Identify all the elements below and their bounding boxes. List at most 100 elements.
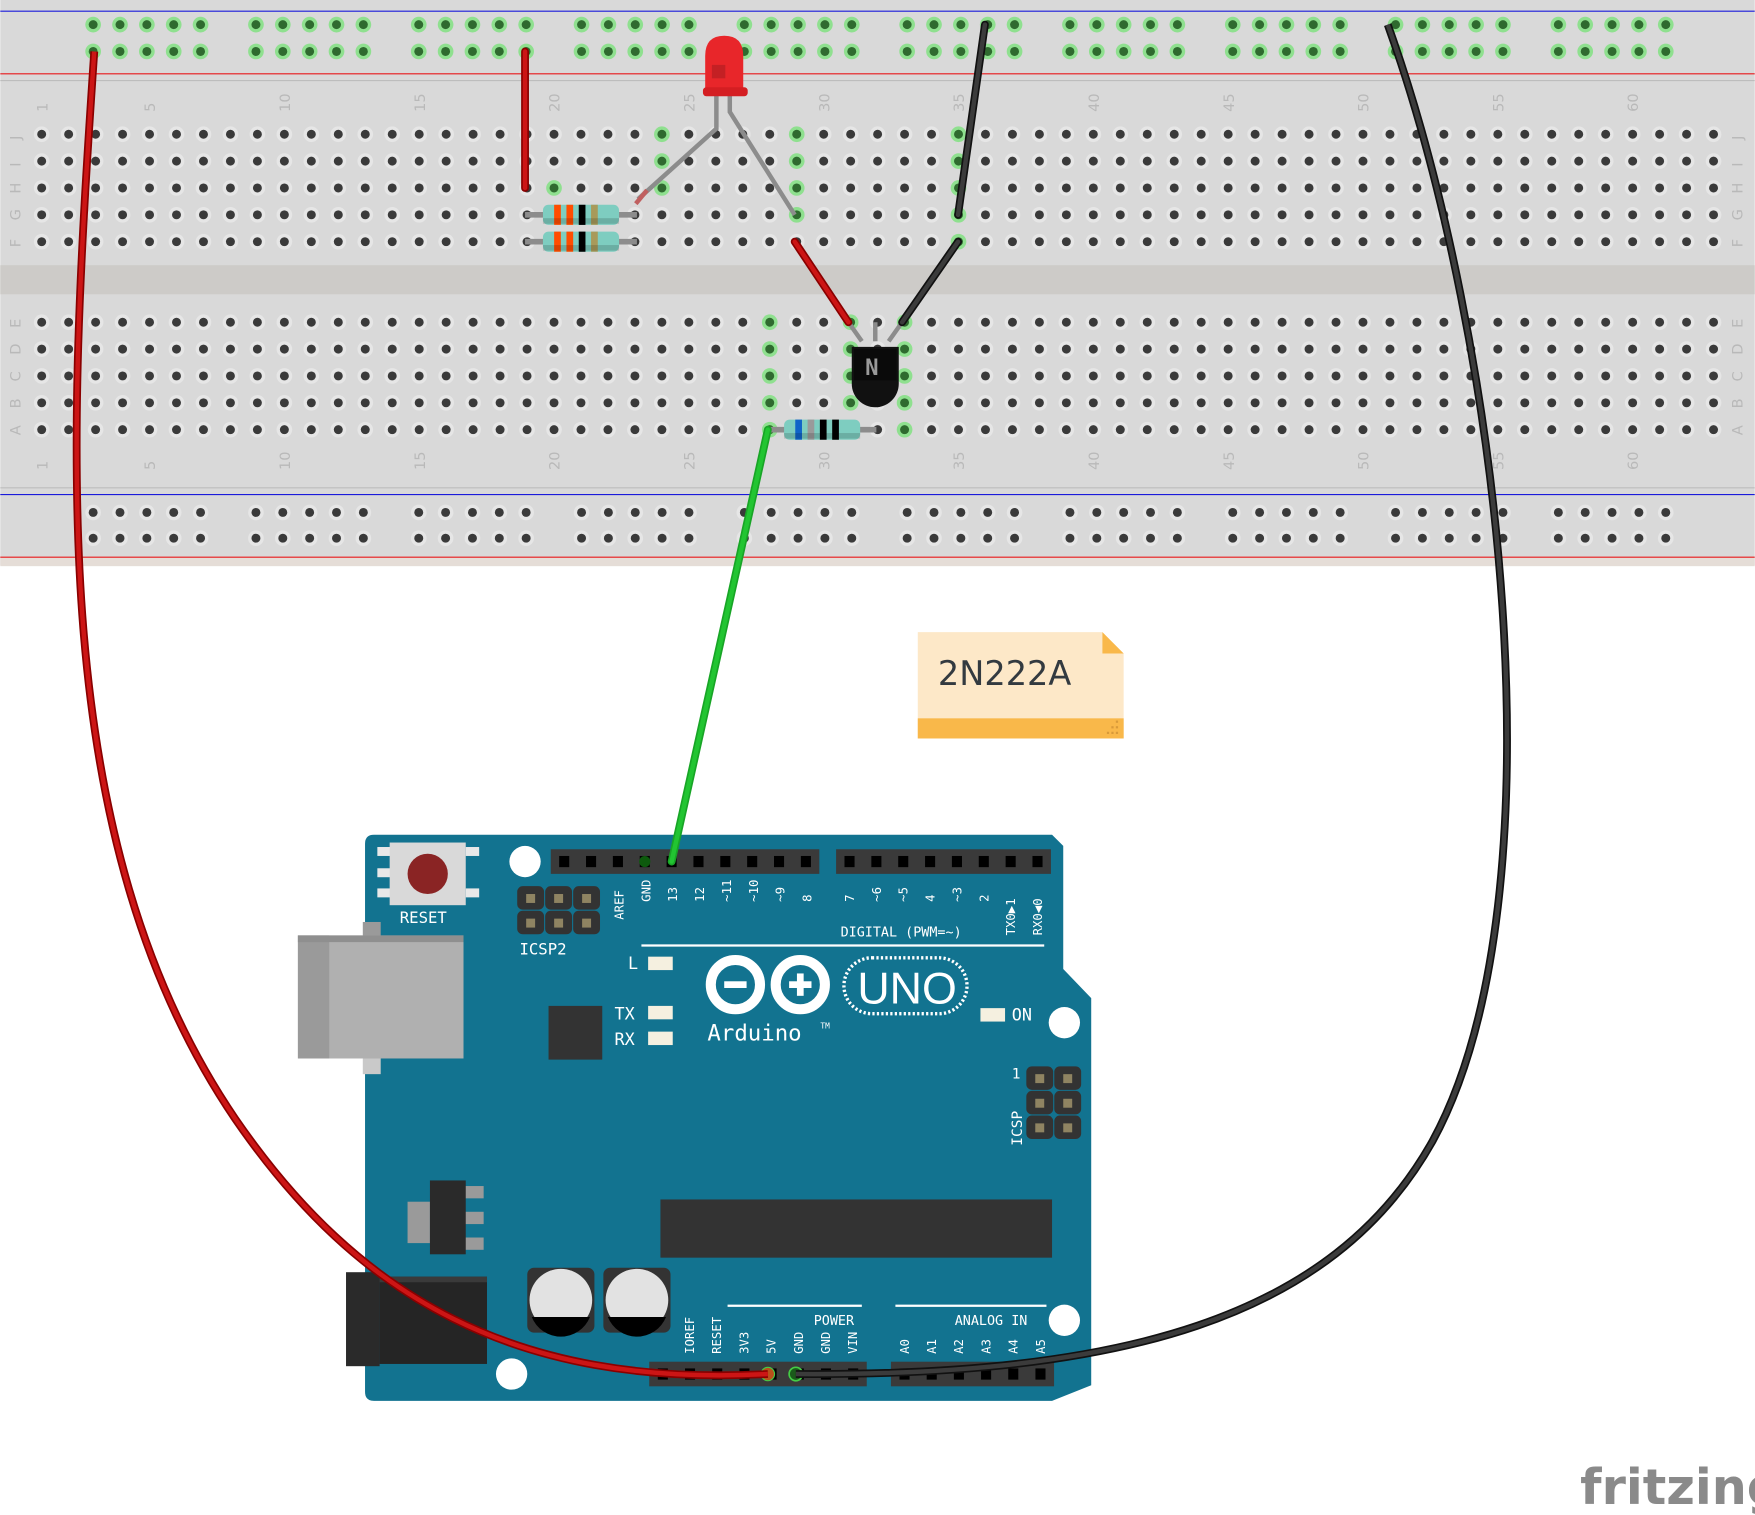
breadboard-hole[interactable] [1409, 341, 1425, 357]
breadboard-hole[interactable] [1031, 153, 1048, 169]
rail-hole[interactable] [139, 43, 155, 60]
breadboard-hole[interactable] [1328, 126, 1344, 143]
rail-hole[interactable] [654, 43, 670, 60]
breadboard-hole[interactable] [1516, 314, 1533, 331]
breadboard-hole[interactable] [330, 180, 347, 196]
breadboard-hole[interactable] [1274, 368, 1290, 384]
breadboard-hole[interactable] [1328, 206, 1344, 223]
breadboard-hole[interactable] [869, 126, 886, 143]
breadboard-hole[interactable] [815, 368, 832, 384]
rail-hole[interactable] [1414, 530, 1431, 547]
breadboard-hole[interactable] [950, 421, 967, 438]
breadboard-hole[interactable] [1570, 394, 1587, 411]
rail-hole[interactable] [464, 16, 481, 33]
rail-hole[interactable] [1414, 504, 1431, 521]
breadboard-hole[interactable] [788, 126, 805, 143]
breadboard-hole[interactable] [1031, 421, 1048, 438]
breadboard-hole[interactable] [1193, 314, 1210, 331]
breadboard-hole[interactable] [33, 421, 50, 438]
breadboard-hole[interactable] [33, 180, 50, 196]
breadboard-hole[interactable] [330, 421, 347, 438]
rail-hole[interactable] [1224, 530, 1241, 547]
rail-hole[interactable] [627, 16, 644, 33]
rail-hole[interactable] [627, 43, 644, 60]
breadboard-hole[interactable] [1355, 126, 1371, 143]
breadboard-hole[interactable] [1004, 368, 1021, 384]
rail-hole[interactable] [355, 504, 372, 521]
rail-hole[interactable] [681, 16, 697, 33]
breadboard-hole[interactable] [60, 153, 77, 169]
breadboard-hole[interactable] [1570, 314, 1587, 331]
breadboard-hole[interactable] [1624, 314, 1641, 331]
icsp-pin[interactable] [526, 894, 536, 903]
breadboard-hole[interactable] [1624, 206, 1641, 223]
breadboard-hole[interactable] [411, 180, 428, 196]
breadboard-hole[interactable] [411, 153, 428, 169]
breadboard-hole[interactable] [1436, 314, 1452, 331]
breadboard-hole[interactable] [1705, 180, 1722, 196]
breadboard-hole[interactable] [869, 153, 886, 169]
header-pin[interactable] [925, 855, 936, 868]
rail-hole[interactable] [1006, 504, 1023, 521]
breadboard-hole[interactable] [896, 126, 913, 143]
breadboard-hole[interactable] [222, 421, 239, 438]
breadboard-hole[interactable] [1004, 126, 1021, 143]
rail-hole[interactable] [1115, 43, 1132, 60]
breadboard-hole[interactable] [761, 206, 778, 223]
icsp-pin[interactable] [554, 918, 564, 928]
rail-hole[interactable] [573, 43, 590, 60]
breadboard-hole[interactable] [1166, 368, 1183, 384]
rail-hole[interactable] [681, 504, 697, 521]
breadboard-hole[interactable] [1597, 180, 1614, 196]
breadboard-hole[interactable] [815, 314, 832, 331]
breadboard-hole[interactable] [168, 233, 185, 250]
breadboard-hole[interactable] [1139, 180, 1156, 196]
breadboard-hole[interactable] [1166, 341, 1183, 357]
breadboard-hole[interactable] [1193, 368, 1210, 384]
breadboard-hole[interactable] [1382, 394, 1398, 411]
rail-hole[interactable] [1062, 43, 1078, 60]
breadboard-hole[interactable] [1489, 206, 1506, 223]
breadboard-hole[interactable] [1489, 233, 1506, 250]
rail-hole[interactable] [1006, 43, 1023, 60]
breadboard-hole[interactable] [222, 368, 239, 384]
rail-hole[interactable] [355, 43, 372, 60]
breadboard-hole[interactable] [1004, 421, 1021, 438]
rail-hole[interactable] [1115, 504, 1132, 521]
breadboard-hole[interactable] [276, 341, 293, 357]
breadboard-hole[interactable] [87, 314, 104, 331]
breadboard-hole[interactable] [1247, 368, 1263, 384]
breadboard-hole[interactable] [1543, 421, 1560, 438]
breadboard-hole[interactable] [600, 153, 616, 169]
breadboard-hole[interactable] [1570, 368, 1587, 384]
breadboard-hole[interactable] [492, 126, 508, 143]
breadboard-hole[interactable] [1301, 394, 1317, 411]
breadboard-hole[interactable] [276, 394, 293, 411]
rail-hole[interactable] [192, 43, 209, 60]
breadboard-hole[interactable] [1139, 233, 1156, 250]
breadboard-hole[interactable] [1220, 206, 1236, 223]
rail-hole[interactable] [1006, 16, 1023, 33]
breadboard-hole[interactable] [384, 233, 401, 250]
breadboard-hole[interactable] [1247, 314, 1263, 331]
breadboard-hole[interactable] [1570, 180, 1587, 196]
breadboard-hole[interactable] [1624, 180, 1641, 196]
breadboard-hole[interactable] [438, 206, 454, 223]
breadboard-hole[interactable] [33, 233, 50, 250]
breadboard-hole[interactable] [1516, 180, 1533, 196]
breadboard-hole[interactable] [1597, 394, 1614, 411]
breadboard-hole[interactable] [1274, 180, 1290, 196]
header-pin[interactable] [1035, 1368, 1046, 1380]
breadboard-hole[interactable] [1166, 153, 1183, 169]
breadboard-hole[interactable] [1328, 233, 1344, 250]
breadboard-hole[interactable] [168, 314, 185, 331]
breadboard-hole[interactable] [869, 206, 886, 223]
rail-hole[interactable] [1142, 530, 1159, 547]
breadboard-hole[interactable] [195, 206, 212, 223]
breadboard-hole[interactable] [492, 233, 508, 250]
breadboard-hole[interactable] [1409, 233, 1425, 250]
breadboard-hole[interactable] [788, 314, 805, 331]
rail-hole[interactable] [248, 16, 264, 33]
breadboard-hole[interactable] [1436, 153, 1452, 169]
breadboard-hole[interactable] [681, 314, 697, 331]
